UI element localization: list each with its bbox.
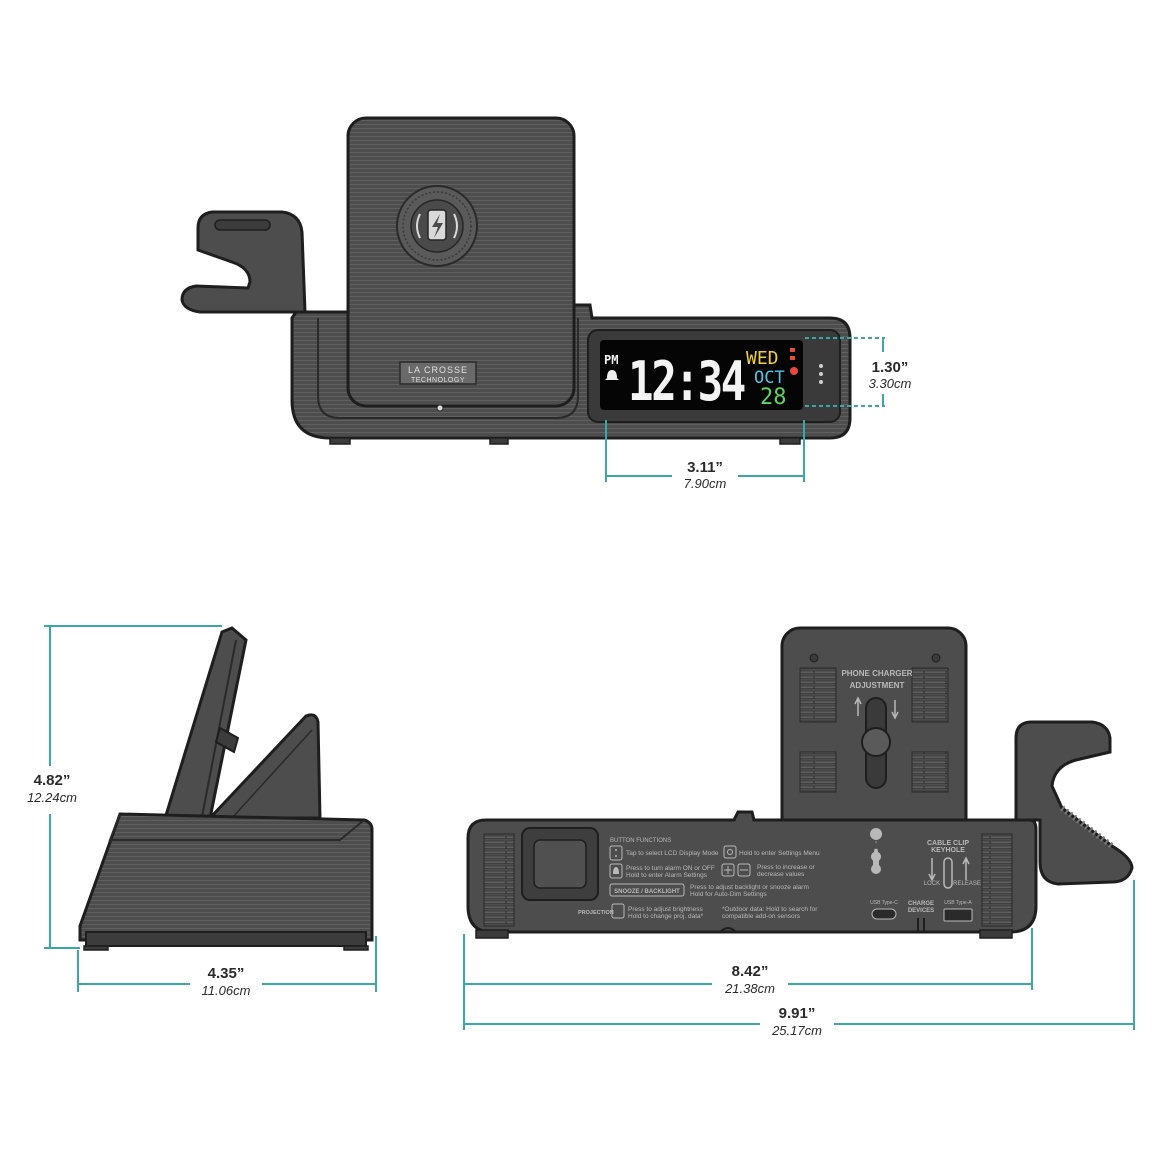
snooze-label: SNOOZE / BACKLIGHT [614, 889, 680, 895]
snooze-button[interactable] [609, 883, 685, 897]
side-view [78, 626, 374, 951]
lcd-month: OCT [754, 368, 785, 388]
side-height-metric: 12.24cm [27, 790, 77, 805]
snooze-desc-2: Hold for Auto-Dim Settings [690, 891, 767, 898]
front-width-imperial: 3.11” [687, 459, 723, 476]
bell-icon [605, 370, 619, 380]
wireless-charging-icon [410, 199, 464, 253]
minus-icon[interactable] [737, 863, 751, 877]
lcd-pm: PM [604, 353, 618, 367]
front-width-metric: 7.90cm [684, 476, 727, 491]
projection-desc-2: Hold to change proj. data* [628, 913, 704, 920]
back-total-width-imperial: 9.91” [779, 1005, 816, 1022]
stand-title-1: PHONE CHARGER [841, 669, 912, 678]
cable-clip-title-2: KEYHOLE [931, 847, 965, 854]
front-height-metric: 3.30cm [869, 376, 912, 391]
side-height-imperial: 4.82” [34, 772, 71, 789]
brand-line-1: LA CROSSE [408, 365, 468, 375]
plus-icon[interactable] [721, 863, 735, 877]
outdoor-note-2: compatible add-on sensors [722, 913, 801, 920]
lcd-date: 28 [760, 385, 787, 410]
button-row1-a: Tap to select LCD Display Mode [626, 850, 719, 857]
projection-button[interactable] [611, 903, 625, 919]
bell-icon[interactable] [609, 863, 623, 879]
front-view: LA CROSSE TECHNOLOGY PM 12:34 WED OCT 28 [180, 116, 852, 445]
cable-clip-title-1: CABLE CLIP [927, 840, 969, 847]
charge-label-1: CHARGE [908, 901, 934, 907]
release-label: RELEASE [953, 881, 981, 887]
brand-line-2: TECHNOLOGY [411, 377, 465, 384]
back-watch-arm [1014, 720, 1134, 886]
side-watch-wedge [206, 713, 322, 820]
snooze-desc-1: Press to adjust backlight or snooze alar… [690, 884, 809, 891]
stand-title-2: ADJUSTMENT [850, 681, 905, 690]
back-total-width-metric: 25.17cm [771, 1023, 822, 1038]
button-row1-b: Hold to enter Settings Menu [739, 850, 820, 857]
back-dimensions: 8.42” 21.38cm 9.91” 25.17cm [463, 880, 1135, 1038]
buttons-header: BUTTON FUNCTIONS [610, 838, 671, 844]
usb-c-port[interactable] [871, 908, 897, 920]
usb-c-label: USB Type-C [870, 900, 898, 906]
settings-icon[interactable] [723, 845, 737, 859]
projection-label: PROJECTION [578, 910, 614, 916]
button-row2-a2: Hold to enter Alarm Settings [626, 872, 708, 879]
watch-holder-arm [180, 210, 307, 314]
keyhole-icon [870, 828, 883, 874]
indicator-light [436, 404, 444, 412]
front-height-imperial: 1.30” [872, 359, 909, 376]
outdoor-note-1: *Outdoor data: Hold to search for [722, 906, 818, 913]
button-row2-a1: Press to turn alarm ON or OFF [626, 865, 715, 872]
brand-plate [399, 361, 477, 385]
phone-charging-stand [346, 116, 576, 408]
mode-icon[interactable] [609, 845, 623, 861]
back-inner-width-imperial: 8.42” [732, 963, 769, 980]
button-row2-b1: Press to increase or [757, 864, 816, 871]
usb-a-label: USB Type-A [944, 900, 972, 906]
side-base [78, 812, 374, 942]
lcd-time: 12:34 [628, 350, 745, 413]
side-dimensions: 4.82” 12.24cm 4.35” 11.06cm [27, 625, 377, 998]
lcd-day: WED [746, 348, 779, 369]
back-inner-width-metric: 21.38cm [724, 981, 775, 996]
side-depth-metric: 11.06cm [202, 983, 251, 998]
projection-desc-1: Press to adjust brightness [628, 906, 704, 913]
charge-label-2: DEVICES [908, 908, 934, 914]
side-depth-imperial: 4.35” [208, 965, 245, 982]
button-row2-b2: decrease values [757, 871, 805, 878]
back-view: PHONE CHARGER ADJUSTMENT BUTTON FUNCTION… [466, 626, 1134, 939]
usb-a-port[interactable] [943, 908, 973, 922]
lock-label: LOCK [924, 881, 940, 887]
front-dimensions: 1.30” 3.30cm 3.11” 7.90cm [605, 337, 912, 491]
back-base [466, 810, 1038, 934]
lcd-display [600, 340, 803, 410]
